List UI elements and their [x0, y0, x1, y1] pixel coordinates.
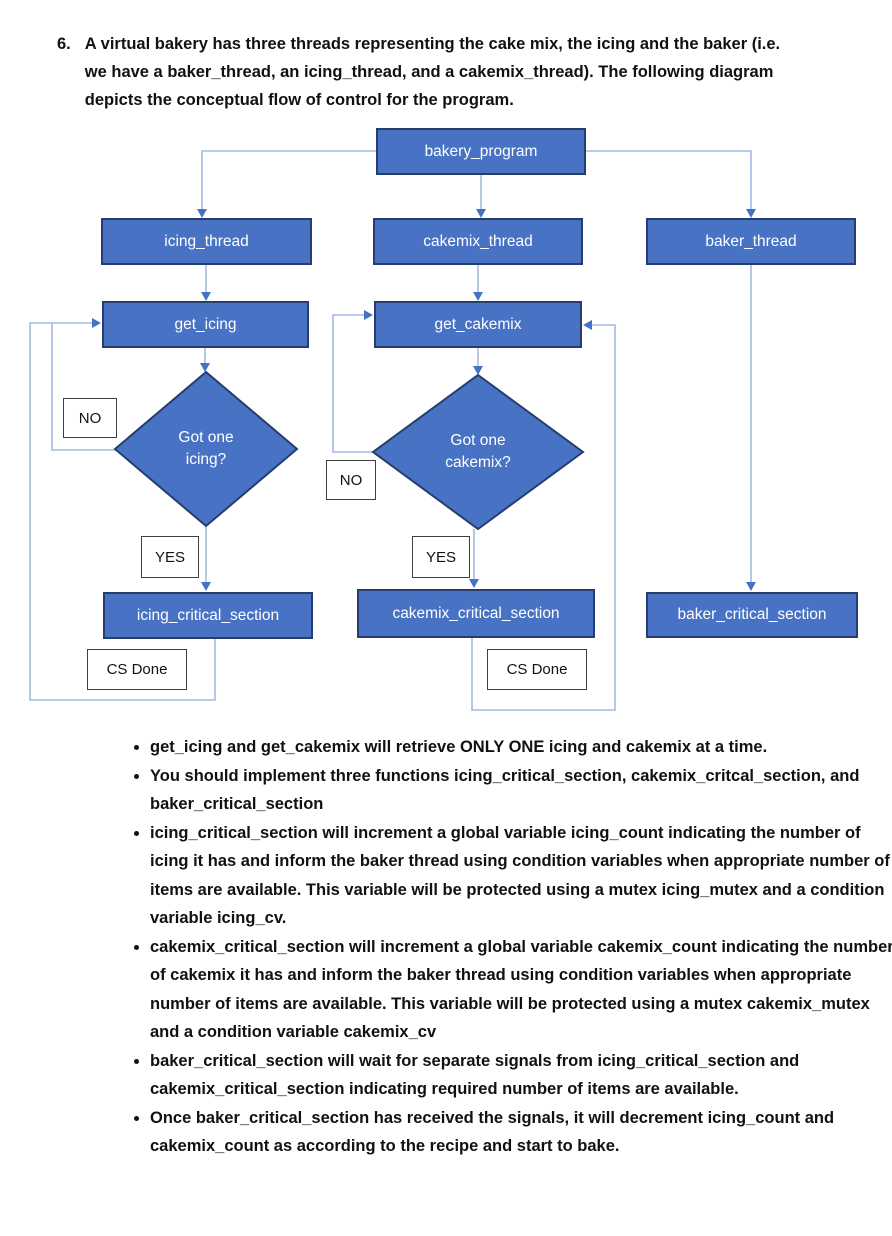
- node-cakemix-thread: cakemix_thread: [373, 218, 583, 265]
- flag-cs-done-icing-label: CS Done: [106, 661, 168, 678]
- flag-no-cakemix: NO: [326, 460, 376, 500]
- node-get-cakemix-label: get_cakemix: [434, 315, 522, 333]
- node-baker-critical-section-label: baker_critical_section: [677, 606, 827, 623]
- list-item: cakemix_critical_section will increment …: [150, 933, 892, 1047]
- arrowhead-get-cakemix: [473, 292, 483, 301]
- flag-yes-cakemix-label: YES: [425, 548, 456, 566]
- flag-cs-done-cakemix: CS Done: [487, 649, 587, 690]
- node-cakemix-thread-label: cakemix_thread: [423, 232, 533, 250]
- node-bakery-program-label: bakery_program: [424, 142, 538, 160]
- flag-no-icing-label: NO: [78, 409, 102, 427]
- node-get-cakemix: get_cakemix: [374, 301, 582, 348]
- decision-icing-line2: icing?: [185, 451, 227, 469]
- arrowhead-baker-thread: [746, 209, 756, 218]
- node-icing-critical-section-label: icing_critical_section: [136, 606, 280, 624]
- flag-no-cakemix-label: NO: [339, 471, 363, 489]
- list-item: Once baker_critical_section has received…: [150, 1104, 892, 1161]
- node-icing-thread-label: icing_thread: [164, 232, 249, 250]
- flag-yes-cakemix: YES: [412, 536, 470, 578]
- flag-cs-done-icing: CS Done: [87, 649, 187, 690]
- question-number: 6.: [57, 35, 71, 53]
- flowchart-connectors: [29, 150, 756, 711]
- question-header: 6. A virtual bakery has three threads re…: [57, 30, 799, 114]
- node-get-icing-label: get_icing: [174, 315, 237, 333]
- node-cakemix-critical-section-label: cakemix_critical_section: [392, 604, 560, 622]
- node-baker-thread: baker_thread: [646, 218, 856, 265]
- edge-cakemix-no-loop: [332, 314, 373, 453]
- node-cakemix-critical-section: cakemix_critical_section: [357, 589, 595, 638]
- node-icing-thread: icing_thread: [101, 218, 312, 265]
- flag-yes-icing: YES: [141, 536, 199, 578]
- node-baker-critical-section: baker_critical_section: [646, 592, 858, 638]
- flag-no-icing: NO: [63, 398, 117, 438]
- decision-icing-line1: Got one: [178, 429, 234, 446]
- list-item: get_icing and get_cakemix will retrieve …: [150, 733, 892, 762]
- node-get-icing: get_icing: [102, 301, 309, 348]
- arrowhead-baker-cs: [746, 582, 756, 591]
- decision-icing-text: Got one icing?: [146, 427, 266, 472]
- arrowhead-get-cakemix-return-left: [364, 310, 373, 320]
- list-item: icing_critical_section will increment a …: [150, 819, 892, 933]
- node-bakery-program: bakery_program: [376, 128, 586, 175]
- arrowhead-get-icing: [201, 292, 211, 301]
- question-text: A virtual bakery has three threads repre…: [84, 35, 781, 109]
- decision-cakemix-line2: cakemix?: [445, 454, 511, 472]
- list-item: You should implement three functions ici…: [150, 762, 892, 819]
- flowchart: bakery_program icing_thread cakemix_thre…: [0, 120, 892, 724]
- node-baker-thread-label: baker_thread: [705, 232, 797, 250]
- decision-cakemix-diamond: [371, 373, 585, 531]
- arrowhead-icing-decision: [200, 363, 210, 372]
- arrowhead-cakemix-decision: [473, 366, 483, 375]
- arrowhead-icing-cs: [201, 582, 211, 591]
- edge-bakery-to-icing-thread: [201, 150, 378, 210]
- decision-cakemix-line1: Got one: [450, 432, 506, 449]
- decision-cakemix-text: Got one cakemix?: [418, 430, 538, 475]
- edge-bakery-to-baker-thread: [586, 150, 752, 210]
- decision-icing-diamond: [113, 370, 299, 528]
- requirements-list: get_icing and get_cakemix will retrieve …: [118, 733, 892, 1161]
- arrowhead-icing-thread: [197, 209, 207, 218]
- edge-icing-cs-done-loop: [29, 322, 216, 701]
- arrowhead-cakemix-thread: [476, 209, 486, 218]
- flag-yes-icing-label: YES: [154, 548, 185, 566]
- list-item: baker_critical_section will wait for sep…: [150, 1047, 892, 1104]
- flag-cs-done-cakemix-label: CS Done: [506, 661, 568, 678]
- arrowhead-cakemix-cs: [469, 579, 479, 588]
- node-icing-critical-section: icing_critical_section: [103, 592, 313, 639]
- arrowhead-get-icing-return: [92, 318, 101, 328]
- edge-icing-no-loop: [51, 323, 115, 451]
- arrowhead-get-cakemix-return-right: [583, 320, 592, 330]
- edge-cakemix-cs-done-loop: [471, 324, 616, 711]
